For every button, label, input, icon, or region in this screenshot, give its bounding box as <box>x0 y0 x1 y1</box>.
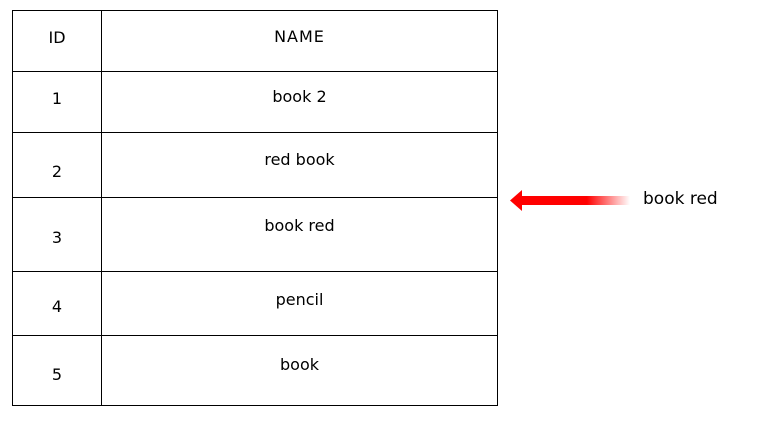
cell-id: 3 <box>12 197 102 272</box>
arrow-shaft <box>522 196 630 205</box>
header-id-label: ID <box>48 28 66 47</box>
table-row: 1 book 2 <box>12 71 498 133</box>
row-id: 5 <box>51 365 63 384</box>
table-header-row: ID NAME <box>12 10 498 72</box>
cell-name: pencil <box>101 271 498 336</box>
books-table: ID NAME 1 book 2 2 red book 3 book red 4… <box>12 10 498 406</box>
cell-name: book <box>101 335 498 406</box>
cell-id: 5 <box>12 335 102 406</box>
row-name: pencil <box>275 290 324 309</box>
cell-name: book 2 <box>101 71 498 133</box>
arrow-head <box>510 190 522 211</box>
cell-name: red book <box>101 132 498 198</box>
table-row: 2 red book <box>12 132 498 198</box>
row-id: 3 <box>51 228 63 247</box>
header-name: NAME <box>101 10 498 72</box>
header-id: ID <box>12 10 102 72</box>
row-name: red book <box>264 150 335 169</box>
table-row: 3 book red <box>12 197 498 272</box>
cell-id: 4 <box>12 271 102 336</box>
arrow-label: book red <box>643 189 718 209</box>
header-name-label: NAME <box>274 27 325 46</box>
cell-id: 1 <box>12 71 102 133</box>
row-id: 1 <box>51 89 63 108</box>
row-name: book <box>280 355 319 374</box>
left-arrow-icon <box>510 190 630 211</box>
cell-id: 2 <box>12 132 102 198</box>
cell-name: book red <box>101 197 498 272</box>
row-id: 4 <box>51 297 63 316</box>
row-name: book 2 <box>272 87 327 106</box>
row-name: book red <box>264 216 335 235</box>
table-row: 5 book <box>12 335 498 406</box>
row-id: 2 <box>51 162 63 181</box>
table-row: 4 pencil <box>12 271 498 336</box>
